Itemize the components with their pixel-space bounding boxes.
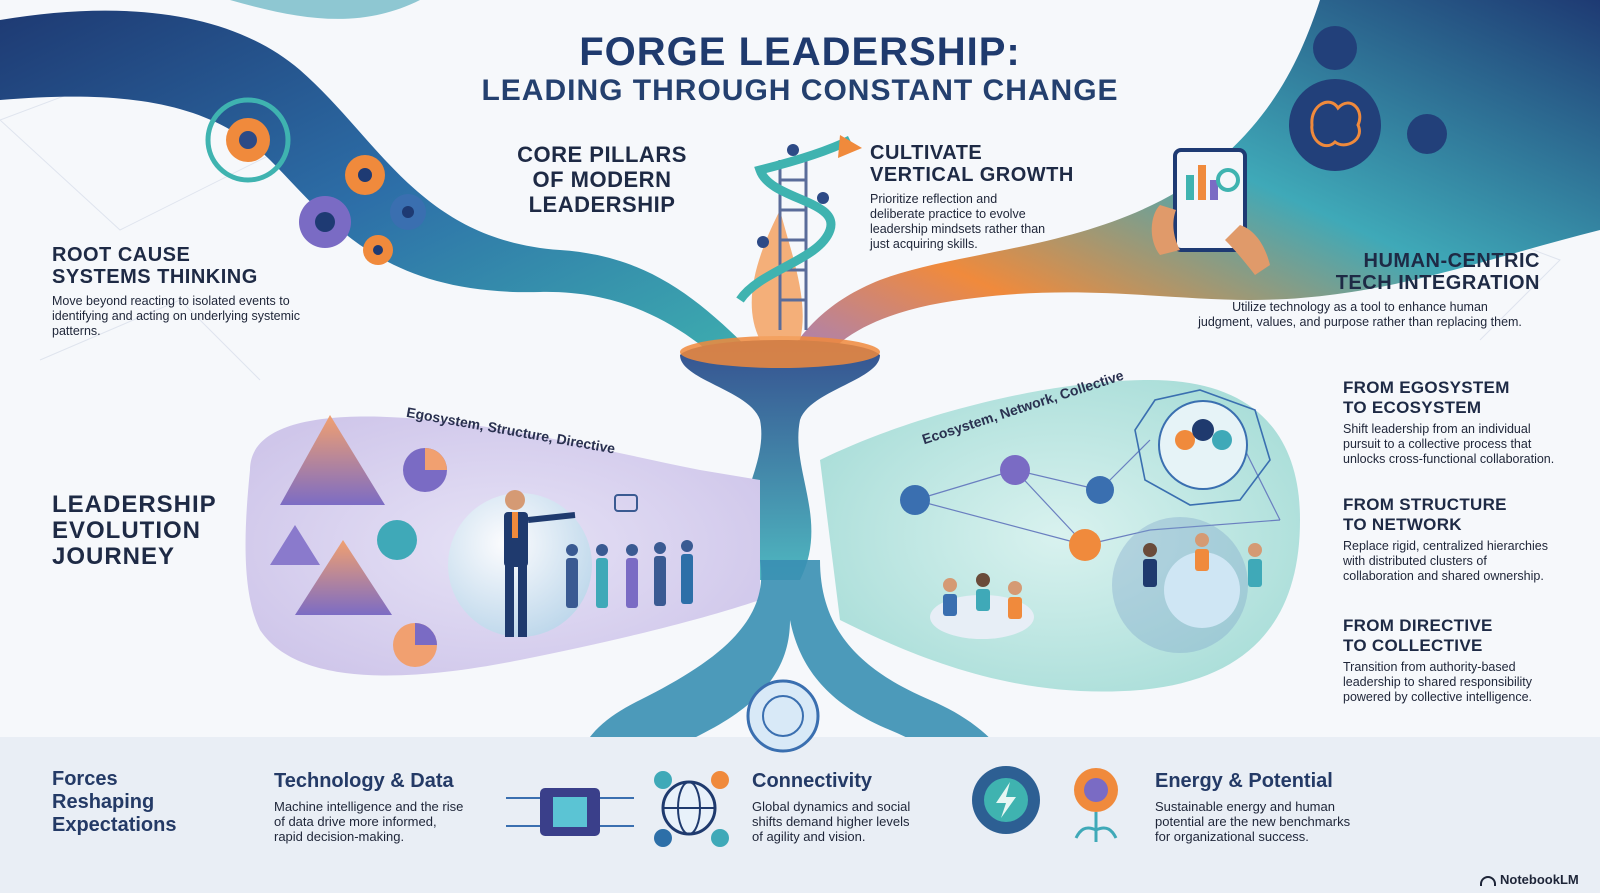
- force-3-body-1: Sustainable energy and human: [1155, 799, 1335, 814]
- rc-body-1: Move beyond reacting to isolated events …: [52, 294, 290, 308]
- forces-line3: Expectations: [52, 814, 177, 836]
- shift-3-heading-2: TO COLLECTIVE: [1343, 636, 1483, 655]
- vg-body-4: just acquiring skills.: [870, 237, 978, 251]
- shift-1-body-1: Shift leadership from an individual: [1343, 422, 1531, 436]
- root-cause-heading-2: SYSTEMS THINKING: [52, 266, 258, 288]
- page-title: FORGE LEADERSHIP:: [579, 30, 1021, 74]
- brain-plant-icon: [1074, 768, 1118, 842]
- shift-3-body-3: powered by collective intelligence.: [1343, 690, 1532, 704]
- left-river: [0, 10, 760, 381]
- funnel: [680, 340, 880, 580]
- microchip-icon: [506, 788, 634, 836]
- force-3-body-3: for organizational success.: [1155, 829, 1309, 844]
- vg-body-2: deliberate practice to evolve: [870, 207, 1026, 221]
- shift-directive: FROM DIRECTIVE TO COLLECTIVE Transition …: [1343, 616, 1593, 705]
- root-cause-block: ROOT CAUSE SYSTEMS THINKING Move beyond …: [52, 244, 372, 339]
- force-1-body-2: of data drive more informed,: [274, 814, 437, 829]
- shift-1-heading-2: TO ECOSYSTEM: [1343, 398, 1482, 417]
- evolution-heading: LEADERSHIP EVOLUTION JOURNEY: [52, 492, 252, 570]
- force-1-heading: Technology & Data: [274, 770, 454, 792]
- gear-icon: [205, 97, 426, 265]
- brand-label: NotebookLM: [1480, 872, 1579, 887]
- brand-text: NotebookLM: [1500, 872, 1579, 887]
- shift-egosystem: FROM EGOSYSTEM TO ECOSYSTEM Shift leader…: [1343, 378, 1593, 467]
- core-pillars-line3: LEADERSHIP: [528, 192, 676, 217]
- shift-1-body-2: pursuit to a collective process that: [1343, 437, 1532, 451]
- shift-3-body-2: leadership to shared responsibility: [1343, 675, 1532, 689]
- shift-2-body-2: with distributed clusters of: [1343, 554, 1487, 568]
- evolution-line1: LEADERSHIP: [52, 491, 217, 518]
- vertical-growth-heading-2: VERTICAL GROWTH: [870, 164, 1074, 186]
- root-cause-body: Move beyond reacting to isolated events …: [52, 294, 372, 339]
- human-centric-heading-2: TECH INTEGRATION: [1335, 272, 1540, 294]
- shift-1-body: Shift leadership from an individual purs…: [1343, 422, 1593, 467]
- rc-body-2: identifying and acting on underlying sys…: [52, 309, 301, 323]
- globe-icon: [654, 771, 729, 847]
- forces-band: [0, 737, 1600, 893]
- followers: [566, 494, 693, 608]
- shift-2-body-1: Replace rigid, centralized hierarchies: [1343, 539, 1548, 553]
- vertical-growth-heading-1: CULTIVATE: [870, 142, 983, 164]
- force-1-body-1: Machine intelligence and the rise: [274, 799, 464, 814]
- shift-structure: FROM STRUCTURE TO NETWORK Replace rigid,…: [1343, 495, 1593, 584]
- vertical-growth-block: CULTIVATE VERTICAL GROWTH Prioritize ref…: [870, 142, 1100, 252]
- shift-2-heading-1: FROM STRUCTURE: [1343, 495, 1507, 514]
- evolution-line3: JOURNEY: [52, 543, 176, 570]
- force-energy: Energy & Potential Sustainable energy an…: [1155, 770, 1385, 844]
- force-3-heading: Energy & Potential: [1155, 770, 1333, 792]
- shift-3-body: Transition from authority-based leadersh…: [1343, 660, 1593, 705]
- forces-line2: Reshaping: [52, 791, 155, 813]
- force-technology: Technology & Data Machine intelligence a…: [274, 770, 504, 844]
- shift-2-heading-2: TO NETWORK: [1343, 515, 1462, 534]
- page-subtitle: LEADING THROUGH CONSTANT CHANGE: [481, 74, 1119, 107]
- force-connectivity: Connectivity Global dynamics and social …: [752, 770, 952, 844]
- human-centric-heading-1: HUMAN-CENTRIC: [1363, 250, 1540, 272]
- lightning-icon: [972, 766, 1040, 834]
- team-figures: [943, 533, 1262, 619]
- core-pillars-line2: OF MODERN: [532, 167, 672, 192]
- vg-body-1: Prioritize reflection and: [870, 192, 998, 206]
- pyramid-icon: [270, 415, 447, 667]
- shift-2-body: Replace rigid, centralized hierarchies w…: [1343, 539, 1593, 584]
- shift-3-heading-1: FROM DIRECTIVE: [1343, 616, 1493, 635]
- vg-body-3: leadership mindsets rather than: [870, 222, 1046, 236]
- force-3-body-2: potential are the new benchmarks: [1155, 814, 1351, 829]
- human-centric-body: Utilize technology as a tool to enhance …: [1180, 300, 1540, 330]
- root-cause-heading-1: ROOT CAUSE: [52, 244, 191, 266]
- ladder-icon: [736, 135, 862, 330]
- evolution-line2: EVOLUTION: [52, 517, 202, 544]
- force-3-body: Sustainable energy and human potential a…: [1155, 799, 1385, 844]
- shift-2-body-3: collaboration and shared ownership.: [1343, 569, 1544, 583]
- shift-1-body-3: unlocks cross-functional collaboration.: [1343, 452, 1555, 466]
- force-2-body-1: Global dynamics and social: [752, 799, 911, 814]
- force-2-body: Global dynamics and social shifts demand…: [752, 799, 952, 844]
- leader-figure: [448, 490, 592, 637]
- force-2-heading: Connectivity: [752, 770, 873, 792]
- shift-1-heading-1: FROM EGOSYSTEM: [1343, 378, 1510, 397]
- core-pillars-heading: CORE PILLARS OF MODERN LEADERSHIP: [497, 142, 707, 217]
- brain-icon: [1289, 26, 1447, 171]
- forces-line1: Forces: [52, 768, 118, 790]
- human-centric-block: HUMAN-CENTRIC TECH INTEGRATION Utilize t…: [1160, 250, 1540, 330]
- force-2-body-3: of agility and vision.: [752, 829, 866, 844]
- forces-heading: Forces Reshaping Expectations: [52, 768, 232, 837]
- force-2-body-2: shifts demand higher levels: [752, 814, 910, 829]
- vertical-growth-body: Prioritize reflection and deliberate pra…: [870, 192, 1100, 252]
- core-pillars-line1: CORE PILLARS: [517, 142, 687, 167]
- rc-body-3: patterns.: [52, 324, 101, 338]
- network-globe-icon: [746, 679, 820, 753]
- force-1-body-3: rapid decision-making.: [274, 829, 405, 844]
- hc-body-1: Utilize technology as a tool to enhance …: [1232, 300, 1488, 314]
- notebooklm-logo-icon: [1480, 875, 1496, 886]
- shift-3-body-1: Transition from authority-based: [1343, 660, 1516, 674]
- hc-body-2: judgment, values, and purpose rather tha…: [1198, 315, 1522, 329]
- force-1-body: Machine intelligence and the rise of dat…: [274, 799, 504, 844]
- tablet-chart-icon: [1151, 148, 1270, 275]
